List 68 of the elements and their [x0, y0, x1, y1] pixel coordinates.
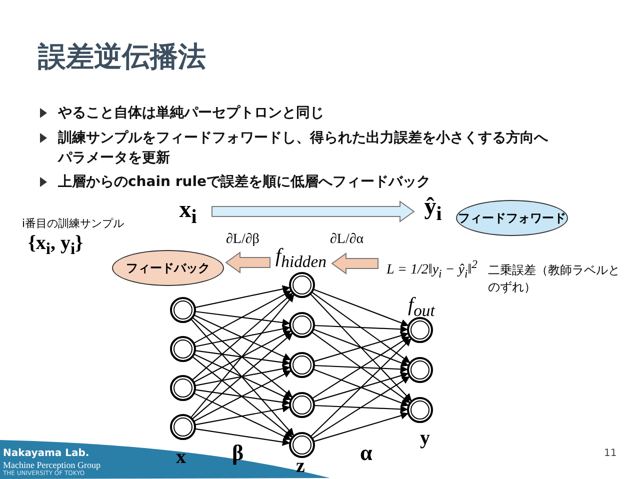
neuron-circle: [407, 317, 433, 343]
ellipse-node: フィードバック: [112, 250, 224, 286]
caption-text: 二乗誤差（教師ラベルとのずれ）: [488, 262, 621, 296]
arrow: [193, 370, 292, 422]
footer-text: Machine Perception Group: [3, 460, 100, 470]
footer-text: Nakayama Lab.: [3, 448, 90, 459]
neuron-circle: [170, 375, 196, 401]
neuron-circle: [289, 392, 315, 418]
arrow: [312, 376, 410, 440]
math-symbol: f$_{hidden}$: [274, 244, 328, 272]
arrow: [193, 290, 292, 344]
arrow: [314, 364, 408, 374]
arrow: [194, 285, 290, 308]
page-number: 11: [604, 448, 617, 459]
math-formula: L = 1/2‖y$_{i}$ − ŷ$_{i}$‖$^{2}$: [382, 256, 482, 282]
arrow: [194, 354, 292, 400]
neuron-circle: [289, 352, 315, 378]
bullet-text: 上層からのchain ruleで誤差を順に低層へフィードバック: [58, 173, 431, 192]
ellipse-node: フィードフォワード: [456, 200, 568, 236]
arrow: [194, 314, 292, 360]
arrow: [314, 324, 408, 334]
block-arrow: [225, 252, 270, 274]
arrow: [194, 404, 290, 426]
bullet-text: 訓練サンプルをフィードフォワードし、得られた出力誤差を小さくする方向へパラメータを更新: [58, 128, 549, 168]
arrow: [310, 338, 412, 438]
block-arrow: [212, 200, 415, 222]
arrow: [314, 404, 408, 414]
arrow: [194, 350, 290, 366]
neuron-circle: [289, 272, 315, 298]
arrow: [194, 389, 290, 406]
math-symbol: x$_{i}$: [168, 198, 208, 228]
math-symbol: f$_{out}$: [408, 294, 435, 321]
arrow: [194, 392, 292, 440]
arrow: [190, 318, 294, 436]
neuron-circle: [407, 397, 433, 423]
caption-text: i番目の訓練サンプル: [22, 216, 124, 231]
arrow: [192, 292, 294, 381]
math-symbol: β: [232, 440, 244, 466]
neuron-circle: [289, 312, 315, 338]
arrow: [194, 310, 290, 326]
arrow: [313, 412, 409, 442]
arrow: [190, 294, 295, 418]
arrow: [193, 330, 292, 383]
neuron-circle: [289, 432, 315, 458]
arrow: [192, 332, 294, 420]
bullet-text: やること自体は単純パーセプトロンと同じ: [58, 104, 324, 123]
arrow: [192, 356, 293, 438]
math-symbol: y: [420, 427, 430, 450]
arrow: [192, 317, 293, 398]
arrow: [194, 325, 290, 348]
math-symbol: α: [360, 440, 372, 466]
block-arrow: [331, 252, 378, 274]
math-symbol: {x$_{i}$, y$_{i}$}: [28, 232, 84, 259]
math-symbol: z: [296, 455, 305, 478]
math-symbol: x: [176, 446, 186, 469]
slide-title: 誤差逆伝播法: [38, 39, 206, 75]
neuron-circle: [170, 336, 196, 362]
arrow: [313, 288, 409, 327]
neuron-circle: [407, 357, 433, 383]
math-fraction: ∂L/∂β: [226, 232, 260, 248]
neuron-circle: [170, 414, 196, 440]
arrow: [310, 293, 412, 402]
math-symbol: ŷ$_{i}$: [418, 193, 448, 227]
neuron-circle: [170, 297, 196, 323]
arrow: [311, 292, 411, 364]
math-fraction: ∂L/∂α: [330, 232, 364, 248]
arrow: [194, 364, 290, 386]
arrow: [194, 428, 290, 446]
